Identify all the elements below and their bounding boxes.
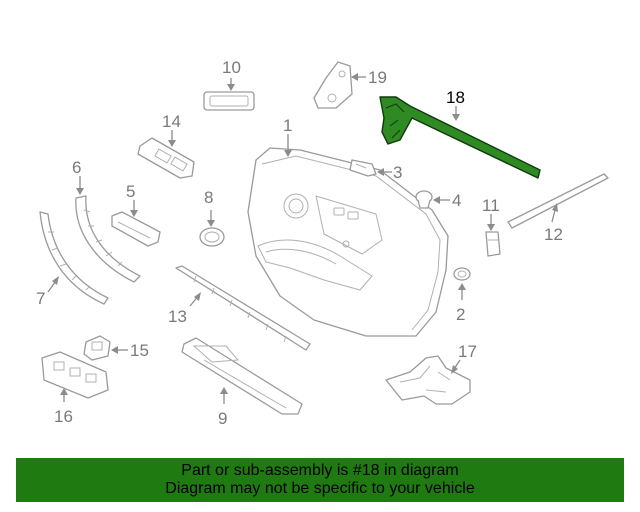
callout-1: 1 [283, 116, 292, 135]
callout-9: 9 [218, 409, 227, 428]
part-11: 11 [482, 196, 501, 257]
callout-12: 12 [544, 225, 563, 244]
part-7: 7 [36, 211, 109, 308]
part-9: 9 [181, 337, 303, 428]
info-banner: Part or sub-assembly is #18 in diagram D… [16, 458, 624, 502]
part-4: 4 [415, 190, 461, 210]
callout-7: 7 [36, 289, 45, 308]
callout-18: 18 [446, 88, 465, 107]
callout-14: 14 [162, 112, 181, 131]
parts-diagram: 10 19 18 14 1 [36, 58, 609, 428]
part-17: 17 [385, 342, 477, 405]
callout-3: 3 [393, 163, 402, 182]
callout-2: 2 [456, 305, 465, 324]
banner-line-1: Part or sub-assembly is #18 in diagram [181, 462, 459, 479]
callout-4: 4 [452, 191, 461, 210]
part-13: 13 [168, 265, 311, 351]
part-8: 8 [199, 188, 225, 247]
callout-17: 17 [458, 342, 477, 361]
banner-line-2: Diagram may not be specific to your vehi… [165, 480, 475, 497]
callout-5: 5 [126, 182, 135, 201]
part-6: 6 [72, 158, 141, 283]
part-1: 1 [247, 116, 449, 337]
callout-10: 10 [222, 58, 241, 77]
callout-11: 11 [482, 196, 500, 215]
callout-15: 15 [130, 341, 149, 360]
part-5: 5 [111, 182, 161, 247]
part-19: 19 [313, 61, 387, 109]
part-14: 14 [137, 112, 195, 179]
part-18: 18 [379, 88, 541, 179]
part-10: 10 [203, 58, 255, 111]
callout-6: 6 [72, 158, 81, 177]
callout-19: 19 [368, 68, 387, 87]
part-12: 12 [507, 173, 609, 244]
part-3: 3 [349, 159, 402, 182]
part-15: 15 [83, 335, 149, 361]
callout-13: 13 [168, 307, 187, 326]
callout-16: 16 [54, 407, 73, 426]
callout-8: 8 [204, 188, 213, 207]
part-2: 2 [453, 267, 471, 324]
part-16: 16 [41, 351, 109, 426]
